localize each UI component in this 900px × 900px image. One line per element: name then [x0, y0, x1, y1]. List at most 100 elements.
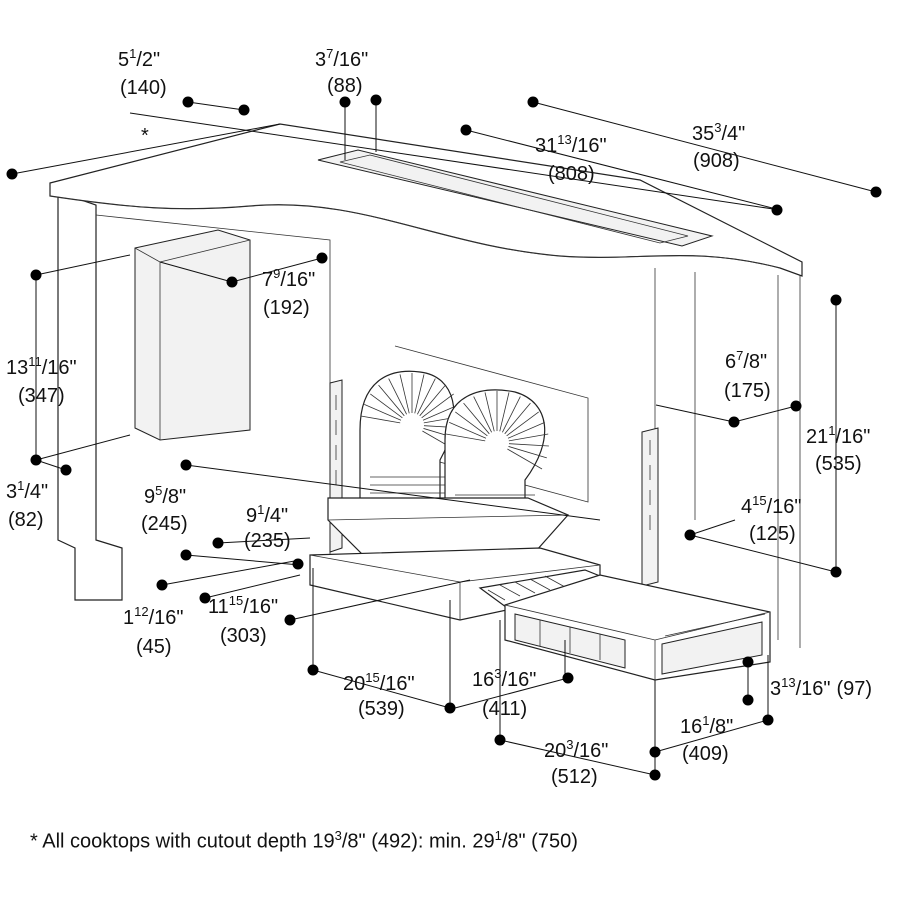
duct-rib	[370, 393, 403, 419]
dimension-labels: 51/2" (140) * 37/16" (88) 353/4" (908) 3…	[6, 46, 872, 788]
dimension-endpoint	[226, 276, 238, 288]
dimension-lines	[6, 94, 882, 781]
svg-text:112/16": 112/16"	[123, 604, 184, 629]
dimension-endpoint	[156, 579, 168, 591]
svg-text:2015/16": 2015/16"	[343, 670, 415, 695]
dimension-endpoint	[339, 96, 351, 108]
dimension-endpoint	[60, 464, 72, 476]
dim-16-3-16: 163/16" (411)	[472, 666, 536, 720]
dimension-line	[185, 464, 601, 521]
duct-rib	[507, 422, 545, 439]
dimension-endpoint	[30, 454, 42, 466]
duct-rib	[484, 392, 495, 432]
duct-rib	[508, 443, 549, 447]
svg-text:(512): (512)	[551, 766, 598, 788]
svg-text:1311/16": 1311/16"	[6, 354, 77, 379]
svg-text:31/4": 31/4"	[6, 478, 48, 503]
svg-text:(409): (409)	[682, 743, 729, 765]
dim-35-3-4: 353/4" (908)	[692, 120, 745, 172]
asterisk-marker: *	[141, 125, 149, 147]
duct-rib	[508, 433, 549, 442]
dimension-line	[187, 101, 245, 111]
svg-text:161/8": 161/8"	[680, 713, 733, 738]
svg-text:(82): (82)	[8, 509, 44, 531]
svg-text:3113/16": 3113/16"	[535, 132, 607, 157]
duct-rib	[455, 411, 488, 437]
dimension-line	[454, 677, 569, 709]
dimension-endpoint	[30, 269, 42, 281]
dim-20-15-16: 2015/16" (539)	[343, 670, 415, 720]
svg-text:(88): (88)	[327, 75, 363, 97]
dim-21-1-16: 211/16" (535)	[806, 423, 870, 475]
dimension-endpoint	[307, 664, 319, 676]
dimension-endpoint	[830, 566, 842, 578]
dim-3-1-4: 31/4" (82)	[6, 478, 48, 531]
dimension-line	[204, 574, 301, 599]
dimension-endpoint	[284, 614, 296, 626]
dimension-line	[11, 123, 281, 175]
dimension-endpoint	[649, 746, 661, 758]
svg-text:(347): (347)	[18, 385, 65, 407]
svg-text:(235): (235)	[244, 530, 291, 552]
dimension-endpoint	[870, 186, 882, 198]
duct-rib	[499, 392, 510, 432]
dimension-line	[499, 739, 656, 776]
svg-text:211/16": 211/16"	[806, 423, 870, 448]
svg-text:(192): (192)	[263, 297, 310, 319]
dimension-endpoint	[742, 656, 754, 668]
dim-9-5-8: 95/8" (245)	[141, 483, 188, 535]
dimension-line	[465, 129, 781, 211]
duct-rib	[378, 384, 405, 417]
dimension-endpoint	[684, 529, 696, 541]
duct-rib	[364, 404, 402, 421]
duct-rib	[506, 411, 539, 437]
duct-rib	[449, 422, 487, 439]
dimension-endpoint	[6, 168, 18, 180]
dimension-endpoint	[212, 537, 224, 549]
dimension-endpoint	[728, 416, 740, 428]
dimension-endpoint	[742, 694, 754, 706]
svg-text:(808): (808)	[548, 163, 595, 185]
svg-text:(411): (411)	[482, 698, 527, 720]
svg-text:95/8": 95/8"	[144, 483, 186, 508]
dimension-line	[654, 719, 769, 753]
svg-text:1115/16": 1115/16"	[208, 593, 278, 618]
duct-rib	[463, 402, 490, 435]
duct-rib	[445, 433, 486, 442]
dim-4-15-16: 415/16" (125)	[741, 493, 802, 545]
dimension-line	[689, 534, 837, 573]
dim-5-1-2: 51/2" (140)	[118, 46, 167, 99]
dimension-endpoint	[182, 96, 194, 108]
duct-rib	[504, 402, 531, 435]
footnote: * All cooktops with cutout depth 193/8" …	[30, 828, 578, 853]
duct-rib	[417, 378, 436, 415]
dimension-endpoint	[316, 252, 328, 264]
dimension-endpoint	[444, 702, 456, 714]
duct-rib	[507, 448, 543, 470]
svg-text:313/16"(97): 313/16"(97)	[770, 675, 872, 700]
dim-7-9-16: 79/16" (192)	[262, 266, 315, 319]
dimension-line	[733, 405, 797, 423]
dimension-line	[532, 101, 877, 193]
dimension-endpoint	[790, 400, 802, 412]
dim-11-15-16: 1115/16" (303)	[208, 593, 278, 647]
dimension-endpoint	[562, 672, 574, 684]
svg-text:(245): (245)	[141, 513, 188, 535]
svg-text:353/4": 353/4"	[692, 120, 745, 145]
dimension-endpoint	[771, 204, 783, 216]
blower-unit	[504, 574, 771, 681]
dimension-endpoint	[199, 592, 211, 604]
dimension-line	[231, 257, 323, 283]
svg-text:(45): (45)	[136, 636, 172, 658]
dimension-line	[35, 254, 131, 276]
dimension-line	[312, 669, 451, 709]
svg-text:415/16": 415/16"	[741, 493, 802, 518]
duct-rib	[473, 396, 492, 433]
dimension-endpoint	[292, 558, 304, 570]
dimension-line	[289, 579, 471, 621]
svg-text:(539): (539)	[358, 698, 405, 720]
duct-rib	[414, 374, 425, 414]
dim-9-1-4: 91/4" (235)	[244, 502, 291, 552]
